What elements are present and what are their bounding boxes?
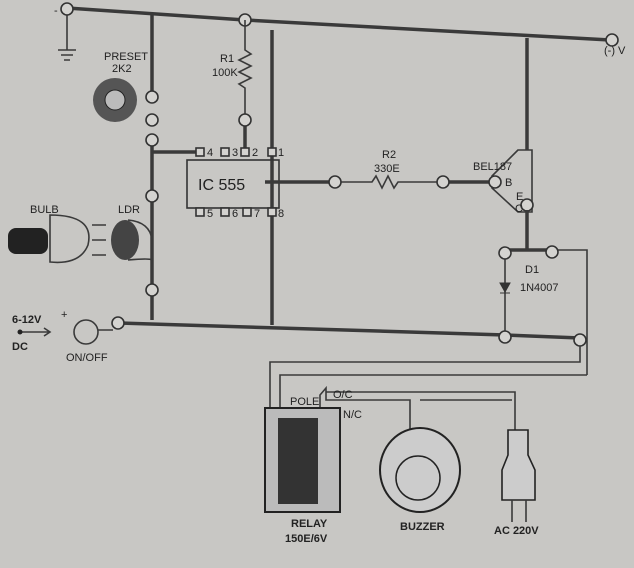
terminal-node xyxy=(436,175,450,189)
ground-symbol xyxy=(58,8,76,61)
emitter-label: E xyxy=(516,191,523,203)
relay-contact-wires xyxy=(319,385,516,430)
dc-terminal xyxy=(17,329,23,335)
preset-label: PRESET xyxy=(104,51,148,63)
dc-input-wire xyxy=(20,327,113,337)
r1-resistor xyxy=(237,20,253,120)
ic-555-body xyxy=(186,159,280,209)
terminal-node xyxy=(498,330,512,344)
r2-label: R2 xyxy=(382,149,396,161)
on-off-switch[interactable] xyxy=(73,319,99,345)
relay-oc-label: O/C xyxy=(333,389,353,401)
plug-label: AC 220V xyxy=(494,525,539,537)
base-label: B xyxy=(505,177,512,189)
pin-label: 3 xyxy=(232,147,238,159)
relay-coil xyxy=(278,418,318,504)
collector-label: C xyxy=(515,203,523,215)
terminal-node xyxy=(545,245,559,259)
bulb-label: BULB xyxy=(30,204,59,216)
light-arrows xyxy=(92,224,106,256)
buzzer-grille xyxy=(395,455,441,501)
ic-wires xyxy=(152,30,274,325)
ic-pins-top: 4 3 2 1 xyxy=(195,147,284,159)
ground-label: - xyxy=(54,5,58,17)
relay-coil-wires xyxy=(269,346,587,410)
buzzer-label: BUZZER xyxy=(400,521,445,533)
relay-label: RELAY xyxy=(291,518,328,530)
terminal-node xyxy=(111,316,125,330)
base-node xyxy=(488,175,502,189)
terminal-node xyxy=(605,33,619,47)
diode-wires xyxy=(505,210,550,252)
terminal-node xyxy=(145,283,159,297)
diode-label: D1 xyxy=(525,264,539,276)
transistor-label: BEL187 xyxy=(473,161,512,173)
terminal-node xyxy=(573,333,587,347)
pin-label: 8 xyxy=(278,208,284,220)
relay-nc-label: N/C xyxy=(343,409,362,421)
r2-resistor xyxy=(340,174,438,190)
bulb-base xyxy=(8,228,48,254)
pin-label: 7 xyxy=(254,208,260,220)
ldr-icon xyxy=(111,220,139,260)
dc-label: DC xyxy=(12,341,28,353)
preset-pin xyxy=(145,133,159,147)
ldr-leads xyxy=(127,219,153,261)
switch-label: ON/OFF xyxy=(66,352,108,364)
pin-label: 2 xyxy=(252,147,258,159)
dc-voltage-label: 6-12V xyxy=(12,314,42,326)
ldr-label: LDR xyxy=(118,204,140,216)
relay-pole-label: POLE xyxy=(290,396,319,408)
diode-value: 1N4007 xyxy=(520,282,559,294)
ic-label: IC 555 xyxy=(198,177,245,194)
plug-prongs xyxy=(511,500,527,522)
terminal-node xyxy=(328,175,342,189)
diode-symbol xyxy=(499,282,511,294)
diode-wire xyxy=(504,249,588,375)
relay-value: 150E/6V xyxy=(285,533,328,545)
pin-label: 4 xyxy=(207,147,213,159)
plus-label: + xyxy=(61,309,67,321)
terminal-node xyxy=(498,246,512,260)
r2-value: 330E xyxy=(374,163,400,175)
terminal-node xyxy=(238,113,252,127)
pin-label: 6 xyxy=(232,208,238,220)
preset-pin xyxy=(145,113,159,127)
supply-label: (-) V xyxy=(604,45,626,57)
r1-label: R1 xyxy=(220,53,234,65)
preset-pin xyxy=(145,90,159,104)
plug-icon xyxy=(501,429,536,501)
terminal-node xyxy=(60,2,74,16)
preset-value: 2K2 xyxy=(112,63,132,75)
pin-label: 1 xyxy=(278,147,284,159)
bulb-icon xyxy=(49,214,90,264)
top-rail xyxy=(66,6,611,42)
terminal-node xyxy=(145,189,159,203)
preset-knob xyxy=(104,89,126,111)
pin-label: 5 xyxy=(207,208,213,220)
r1-value: 100K xyxy=(212,67,238,79)
ic-pins-bottom: 5 6 7 8 xyxy=(195,207,284,220)
